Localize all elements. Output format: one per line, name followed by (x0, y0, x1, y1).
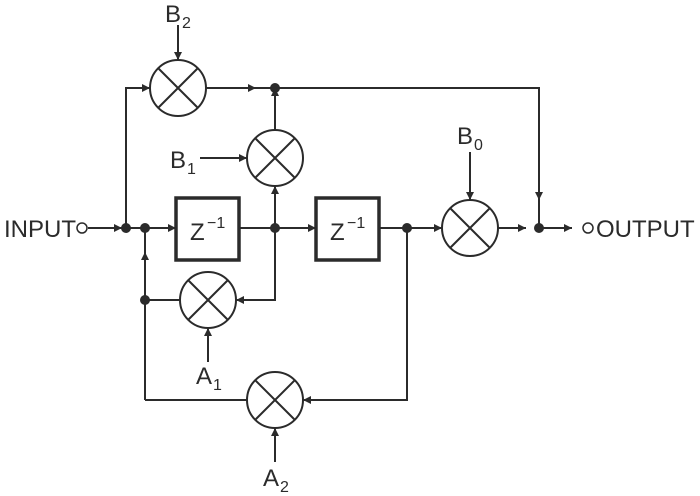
output-label: OUTPUT (596, 216, 695, 243)
svg-text:1: 1 (187, 161, 196, 178)
multiplier-b0 (441, 199, 499, 257)
junction-dot (140, 295, 150, 305)
svg-text:A: A (196, 363, 212, 390)
junctions (121, 83, 544, 305)
junction-dot (121, 223, 131, 233)
junction-dot (270, 83, 280, 93)
svg-text:A: A (263, 465, 279, 492)
multiplier-a1 (179, 271, 237, 329)
junction-dot (534, 223, 544, 233)
svg-text:1: 1 (213, 377, 222, 394)
svg-text:B: B (165, 1, 181, 28)
delay-block-2: Z −1 (314, 196, 381, 262)
multiplier-a2 (246, 371, 304, 429)
svg-text:2: 2 (182, 15, 191, 32)
junction-dot (270, 223, 280, 233)
svg-text:B: B (170, 147, 186, 174)
svg-text:0: 0 (474, 137, 483, 154)
coefficient-a2-label: A 2 (263, 465, 289, 496)
input-label: INPUT (4, 216, 76, 243)
svg-text:B: B (457, 123, 473, 150)
multiplier-b1 (246, 129, 304, 187)
junction-dot (402, 223, 412, 233)
input-terminal (76, 222, 88, 234)
coefficient-b0-label: B 0 (457, 123, 483, 154)
output-terminal (582, 222, 594, 234)
coefficient-b1-label: B 1 (170, 147, 196, 178)
coefficient-b2-label: B 2 (165, 1, 191, 32)
coefficient-a1-label: A 1 (196, 363, 222, 394)
svg-text:−1: −1 (207, 215, 225, 232)
svg-text:Z: Z (330, 219, 345, 246)
multiplier-b2 (149, 59, 207, 117)
delay-block-1: Z −1 (174, 196, 241, 262)
svg-text:2: 2 (280, 479, 289, 496)
svg-text:Z: Z (190, 219, 205, 246)
junction-dot (140, 223, 150, 233)
svg-text:−1: −1 (347, 215, 365, 232)
